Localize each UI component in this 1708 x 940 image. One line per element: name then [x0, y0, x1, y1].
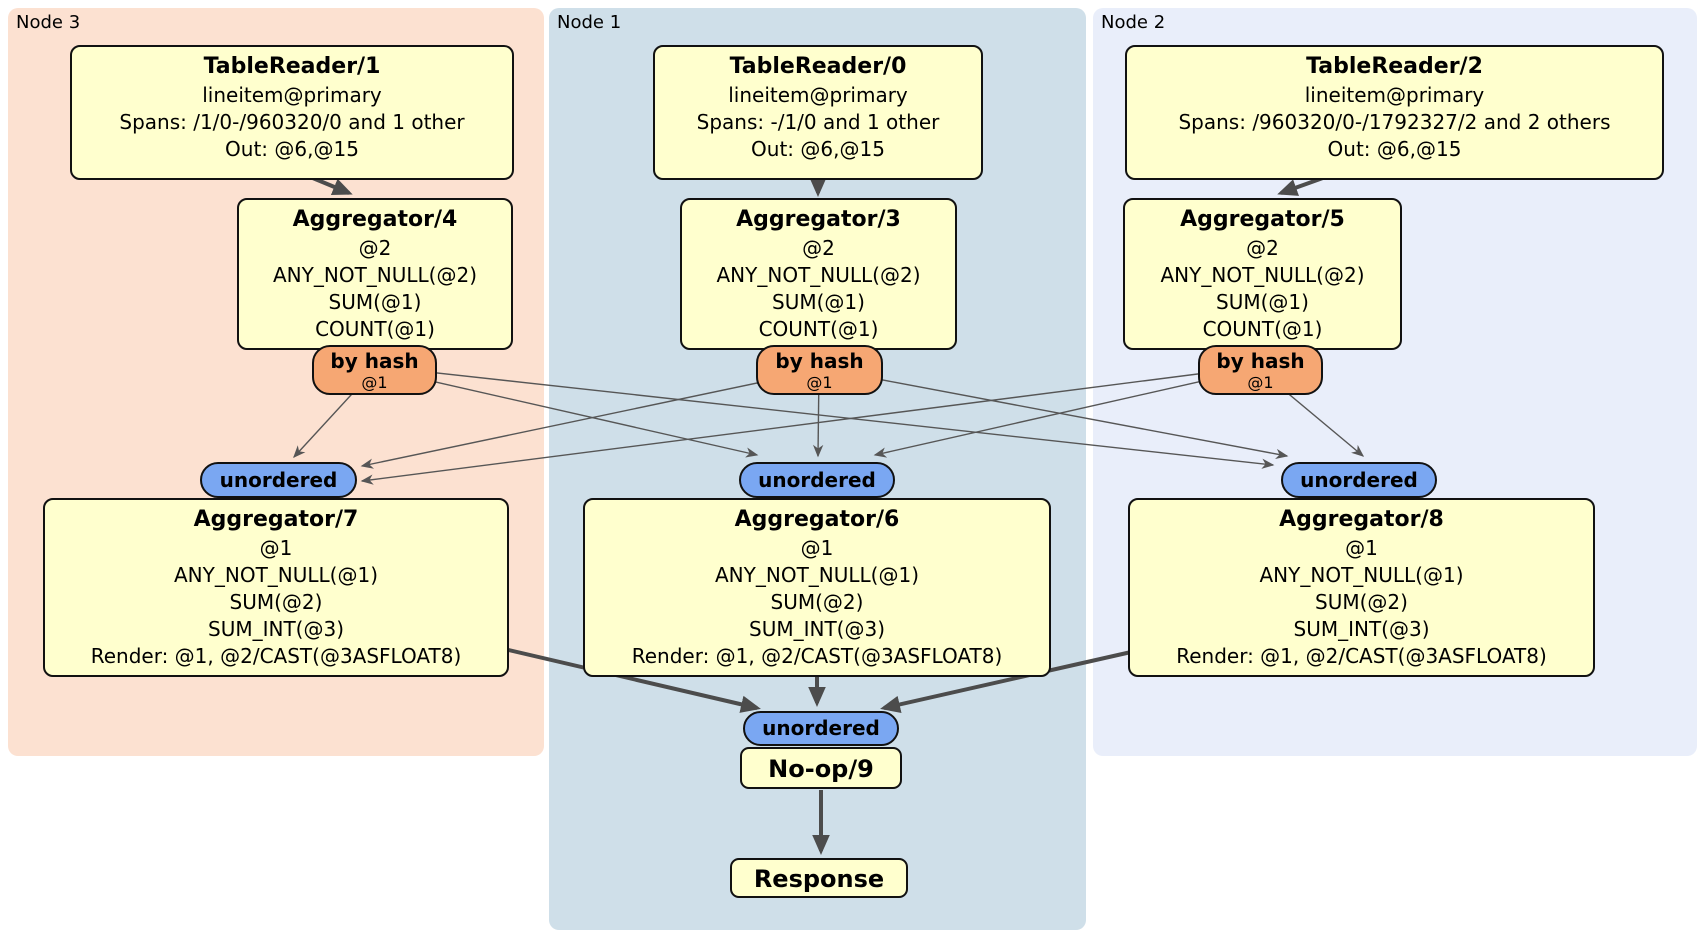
processor-detail: @1 [259, 536, 293, 560]
processor-detail: ANY_NOT_NULL(@2) [1160, 263, 1365, 287]
processor-title: TableReader/2 [1306, 54, 1483, 79]
processor-detail: lineitem@primary [202, 83, 382, 107]
processor-detail: Spans: /960320/0-/1792327/2 and 2 others [1178, 110, 1611, 134]
processor-detail: SUM(@2) [770, 590, 864, 614]
router-label: by hash [775, 349, 864, 373]
processor-detail: Out: @6,@15 [225, 137, 359, 161]
processor-tablereader-1: TableReader/1 lineitem@primary Spans: /1… [70, 45, 514, 180]
processor-detail: @1 [1345, 536, 1378, 560]
processor-detail: SUM_INT(@3) [1293, 617, 1430, 641]
processor-aggregator-8: Aggregator/8 @1 ANY_NOT_NULL(@1) SUM(@2)… [1128, 498, 1595, 677]
processor-aggregator-3: Aggregator/3 @2 ANY_NOT_NULL(@2) SUM(@1)… [680, 198, 957, 350]
router-by-hash-5: by hash @1 [1198, 345, 1323, 395]
edge-hash4-unordered8 [373, 365, 1275, 469]
router-hash-columns: @1 [806, 373, 833, 392]
processor-detail: ANY_NOT_NULL(@1) [174, 563, 378, 587]
processor-title: TableReader/0 [729, 54, 907, 79]
processor-detail: Render: @1, @2/CAST(@3ASFLOAT8) [631, 644, 1003, 668]
processor-detail: SUM_INT(@3) [208, 617, 344, 641]
processor-tablereader-2: TableReader/2 lineitem@primary Spans: /9… [1125, 45, 1664, 180]
sync-unordered-8: unordered [1281, 462, 1437, 498]
processor-title: Aggregator/7 [193, 507, 359, 532]
edge-hash3-unordered7 [360, 369, 820, 469]
node1-label: Node 1 [557, 12, 622, 33]
processor-detail: Render: @1, @2/CAST(@3ASFLOAT8) [90, 644, 462, 668]
edge-agg8-unordered9 [880, 648, 1141, 714]
processor-detail: @2 [1246, 236, 1279, 260]
processor-detail: @2 [802, 236, 835, 260]
processor-detail: ANY_NOT_NULL(@1) [715, 563, 919, 587]
processor-detail: @2 [358, 236, 392, 260]
processor-title: Aggregator/5 [1180, 207, 1345, 232]
processor-detail: SUM_INT(@3) [749, 617, 885, 641]
router-label: by hash [330, 349, 419, 373]
sync-unordered-9: unordered [743, 711, 899, 746]
processor-tablereader-0: TableReader/0 lineitem@primary Spans: -/… [653, 45, 983, 180]
processor-title: Aggregator/8 [1279, 507, 1444, 532]
processor-aggregator-4: Aggregator/4 @2 ANY_NOT_NULL(@2) SUM(@1)… [237, 198, 513, 350]
router-label: by hash [1216, 349, 1305, 373]
processor-detail: lineitem@primary [728, 83, 908, 107]
processor-detail: SUM(@1) [328, 290, 422, 314]
processor-aggregator-7: Aggregator/7 @1 ANY_NOT_NULL(@1) SUM(@2)… [43, 498, 509, 677]
sync-unordered-6: unordered [739, 462, 895, 498]
router-by-hash-3: by hash @1 [756, 345, 883, 395]
processor-detail: ANY_NOT_NULL(@2) [716, 263, 921, 287]
processor-detail: Out: @6,@15 [1327, 137, 1462, 161]
processor-aggregator-6: Aggregator/6 @1 ANY_NOT_NULL(@1) SUM(@2)… [583, 498, 1051, 677]
processor-detail: Spans: -/1/0 and 1 other [696, 110, 940, 134]
processor-detail: COUNT(@1) [758, 317, 879, 341]
edge-agg7-unordered9 [499, 646, 761, 713]
processor-detail: COUNT(@1) [315, 317, 435, 341]
node2-label: Node 2 [1101, 12, 1166, 33]
processor-detail: SUM(@2) [229, 590, 323, 614]
processor-detail: SUM(@1) [1216, 290, 1309, 314]
processor-detail: COUNT(@1) [1202, 317, 1323, 341]
processor-detail: Spans: /1/0-/960320/0 and 1 other [119, 110, 465, 134]
processor-title: Aggregator/4 [292, 207, 458, 232]
processor-detail: ANY_NOT_NULL(@2) [273, 263, 477, 287]
router-hash-columns: @1 [1247, 373, 1274, 392]
processor-aggregator-5: Aggregator/5 @2 ANY_NOT_NULL(@2) SUM(@1)… [1123, 198, 1402, 350]
router-by-hash-4: by hash @1 [312, 345, 437, 395]
edge-hash4-unordered6 [373, 367, 759, 458]
processor-detail: lineitem@primary [1304, 83, 1485, 107]
processor-detail: Out: @6,@15 [751, 137, 885, 161]
processor-title: Aggregator/6 [734, 507, 900, 532]
processor-detail: @1 [800, 536, 834, 560]
node3-label: Node 3 [16, 12, 81, 33]
processor-title: TableReader/1 [203, 54, 381, 79]
processor-detail: SUM(@2) [1315, 590, 1408, 614]
edge-hash5-unordered7 [360, 365, 1261, 485]
processor-detail: SUM(@1) [772, 290, 865, 314]
processor-detail: Render: @1, @2/CAST(@3ASFLOAT8) [1176, 644, 1547, 668]
processor-response: Response [730, 858, 908, 898]
edge-hash3-unordered8 [818, 367, 1289, 460]
processor-detail: ANY_NOT_NULL(@1) [1259, 563, 1464, 587]
edge-hash5-unordered6 [873, 367, 1261, 458]
sync-unordered-7: unordered [200, 462, 357, 498]
processor-title: Aggregator/3 [736, 207, 901, 232]
router-hash-columns: @1 [361, 373, 388, 392]
processor-noop-9: No-op/9 [740, 747, 902, 789]
